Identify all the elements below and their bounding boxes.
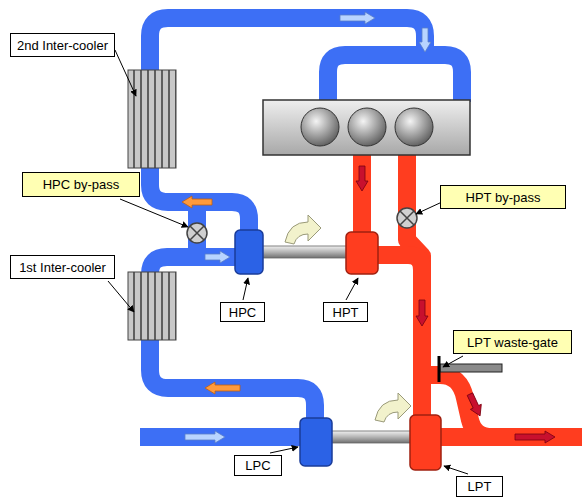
- waste-gate: [439, 356, 502, 382]
- label-box: HPC by-pass: [22, 172, 140, 197]
- label-text: HPT by-pass: [466, 190, 541, 205]
- compressor: [300, 418, 332, 466]
- intake-pipe: [140, 18, 462, 437]
- rotation-arrow: [375, 393, 411, 422]
- label-text: LPC: [245, 458, 270, 473]
- turbine: [410, 415, 441, 470]
- label-box: HPT: [323, 302, 368, 322]
- label-text: HPC: [229, 305, 256, 320]
- label-box: LPT: [456, 476, 503, 497]
- label-box: 2nd Inter-cooler: [10, 33, 115, 57]
- label-box: HPT by-pass: [440, 185, 566, 209]
- label-text: LPT: [468, 479, 492, 494]
- label-text: HPC by-pass: [43, 177, 120, 192]
- engine-block: [263, 100, 470, 155]
- cylinder: [395, 108, 433, 146]
- turbine: [346, 232, 378, 274]
- bypass-valve: [397, 208, 417, 228]
- rotation-arrow: [285, 215, 321, 244]
- exhaust-pipe: [362, 153, 582, 437]
- label-box: 1st Inter-cooler: [10, 255, 115, 279]
- label-text: HPT: [333, 305, 359, 320]
- turbo-shaft: [262, 246, 347, 258]
- turbo-shaft: [331, 431, 411, 443]
- leader-line: [108, 50, 468, 474]
- flow-arrow: [182, 196, 240, 394]
- cylinder: [301, 108, 339, 146]
- intercooler: [128, 272, 176, 340]
- label-box: LPT waste-gate: [453, 330, 572, 354]
- intercooler: [128, 70, 176, 168]
- compressor: [235, 230, 263, 274]
- flow-arrow: [185, 12, 431, 443]
- label-text: 2nd Inter-cooler: [17, 38, 108, 53]
- cylinder: [348, 108, 386, 146]
- label-box: HPC: [220, 302, 265, 322]
- label-text: LPT waste-gate: [467, 335, 558, 350]
- label-box: LPC: [234, 455, 282, 476]
- label-text: 1st Inter-cooler: [19, 260, 106, 275]
- bypass-valve: [187, 223, 207, 243]
